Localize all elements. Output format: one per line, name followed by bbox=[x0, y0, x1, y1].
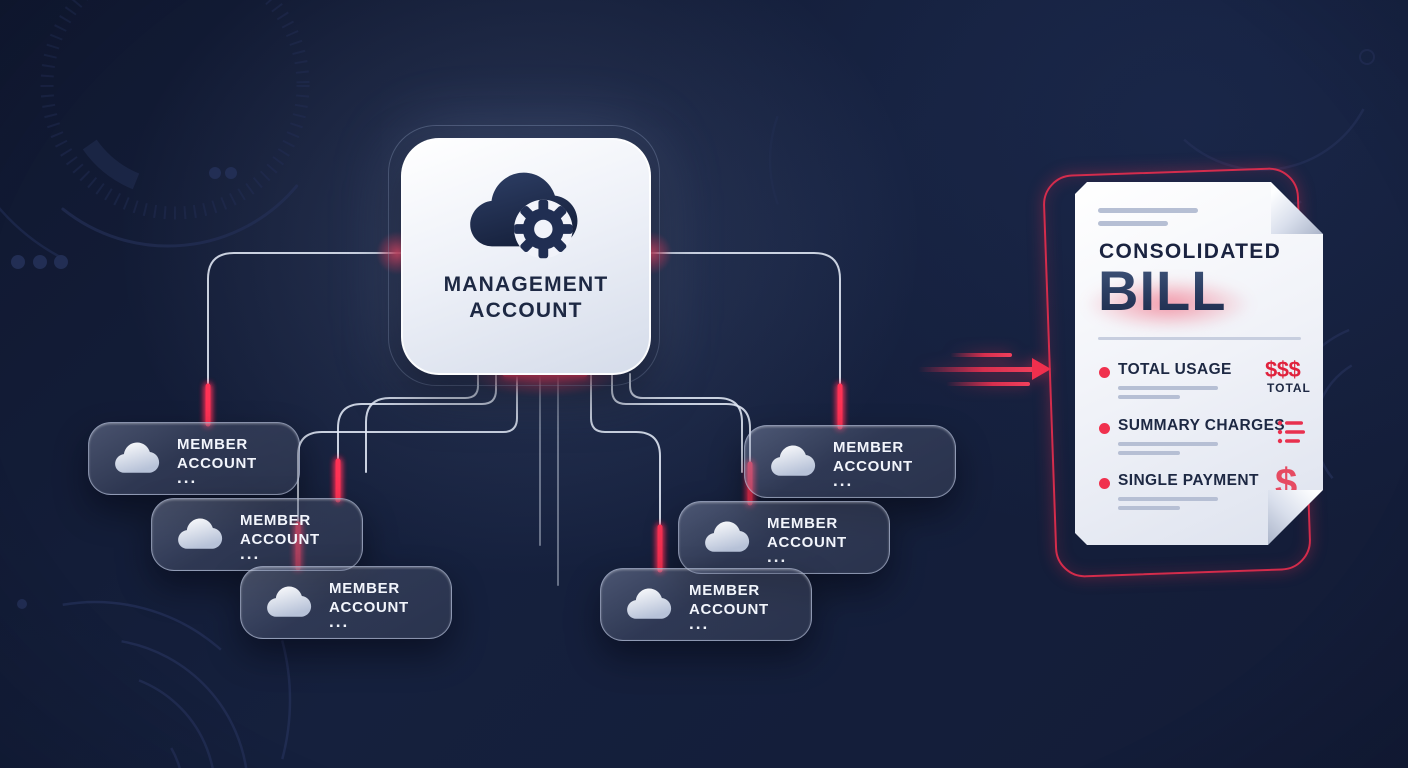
bill-item-label: SUMMARY CHARGES bbox=[1118, 417, 1286, 434]
management-card-ring bbox=[388, 125, 660, 386]
ellipsis: ... bbox=[833, 471, 854, 491]
arrow-head bbox=[1032, 358, 1051, 380]
bill-header-line bbox=[1098, 221, 1168, 226]
ellipsis: ... bbox=[329, 612, 350, 632]
member-label-line1: MEMBER bbox=[833, 438, 904, 456]
ellipsis: ... bbox=[767, 547, 788, 567]
bullet-icon bbox=[1099, 478, 1110, 489]
member-label-line2: ACCOUNT bbox=[689, 600, 769, 618]
member-label-line2: ACCOUNT bbox=[329, 598, 409, 616]
bill-title-red-glow bbox=[1083, 278, 1253, 330]
dollar-amount-icon: $$$ bbox=[1265, 357, 1301, 382]
cloud-icon bbox=[771, 445, 816, 476]
member-account-card-4: MEMBER ACCOUNT ... bbox=[744, 425, 956, 498]
member-account-card-5: MEMBER ACCOUNT ... bbox=[678, 501, 890, 574]
cloud-icon bbox=[178, 518, 223, 549]
bill-header-line bbox=[1098, 208, 1198, 213]
cloud-icon bbox=[115, 442, 160, 473]
cloud-icon bbox=[705, 521, 750, 552]
placeholder-line bbox=[1118, 386, 1218, 390]
placeholder-line bbox=[1118, 451, 1180, 455]
arrow-speed-line-top bbox=[950, 353, 1012, 357]
member-account-card-6: MEMBER ACCOUNT ... bbox=[600, 568, 812, 641]
member-label-line2: ACCOUNT bbox=[240, 530, 320, 548]
ellipsis: ... bbox=[240, 544, 261, 564]
cloud-gear-icon bbox=[470, 172, 578, 259]
member-label-line2: ACCOUNT bbox=[767, 533, 847, 551]
total-caption: TOTAL bbox=[1267, 381, 1311, 395]
bill-title-bill: BILL bbox=[1098, 259, 1227, 322]
placeholder-line bbox=[1118, 506, 1180, 510]
member-label-line1: MEMBER bbox=[240, 511, 311, 529]
member-label-line1: MEMBER bbox=[689, 581, 760, 599]
bill-item-summary-charges: SUMMARY CHARGES bbox=[1075, 416, 1323, 466]
management-title-line1: MANAGEMENT bbox=[443, 273, 609, 296]
ellipsis: ... bbox=[689, 614, 710, 634]
management-title-line2: ACCOUNT bbox=[469, 299, 583, 323]
bill-item-label: SINGLE PAYMENT bbox=[1118, 472, 1259, 489]
member-label-line1: MEMBER bbox=[767, 514, 838, 532]
cloud-icon bbox=[267, 586, 312, 617]
bullet-icon bbox=[1099, 367, 1110, 378]
member-label-line2: ACCOUNT bbox=[177, 454, 257, 472]
management-account-card: MANAGEMENT ACCOUNT bbox=[401, 138, 651, 375]
cloud-icon bbox=[627, 588, 672, 619]
bill-divider bbox=[1098, 337, 1301, 340]
bill-item-label: TOTAL USAGE bbox=[1118, 361, 1232, 378]
placeholder-line bbox=[1118, 497, 1218, 501]
arrow-speed-line-bottom bbox=[946, 382, 1030, 386]
placeholder-line bbox=[1118, 395, 1180, 399]
ellipsis: ... bbox=[177, 468, 198, 488]
placeholder-line bbox=[1118, 442, 1218, 446]
arrow-shaft bbox=[918, 367, 1036, 372]
bill-title-consolidated: CONSOLIDATED bbox=[1099, 240, 1282, 263]
member-label-line1: MEMBER bbox=[329, 579, 400, 597]
member-label-line2: ACCOUNT bbox=[833, 457, 913, 475]
member-account-card-2: MEMBER ACCOUNT ... bbox=[151, 498, 363, 571]
member-label-line1: MEMBER bbox=[177, 435, 248, 453]
bullet-icon bbox=[1099, 423, 1110, 434]
bill-item-total-usage: TOTAL USAGE $$$ TOTAL bbox=[1075, 357, 1323, 410]
management-account-title: MANAGEMENT ACCOUNT bbox=[444, 272, 609, 325]
list-icon bbox=[1277, 420, 1305, 444]
arrow-right-icon bbox=[918, 349, 1058, 393]
member-account-card-3: MEMBER ACCOUNT ... bbox=[240, 566, 452, 639]
member-account-card-1: MEMBER ACCOUNT ... bbox=[88, 422, 300, 495]
consolidated-bill-document: CONSOLIDATED BILL TOTAL USAGE $$$ TOTAL … bbox=[1075, 182, 1323, 545]
